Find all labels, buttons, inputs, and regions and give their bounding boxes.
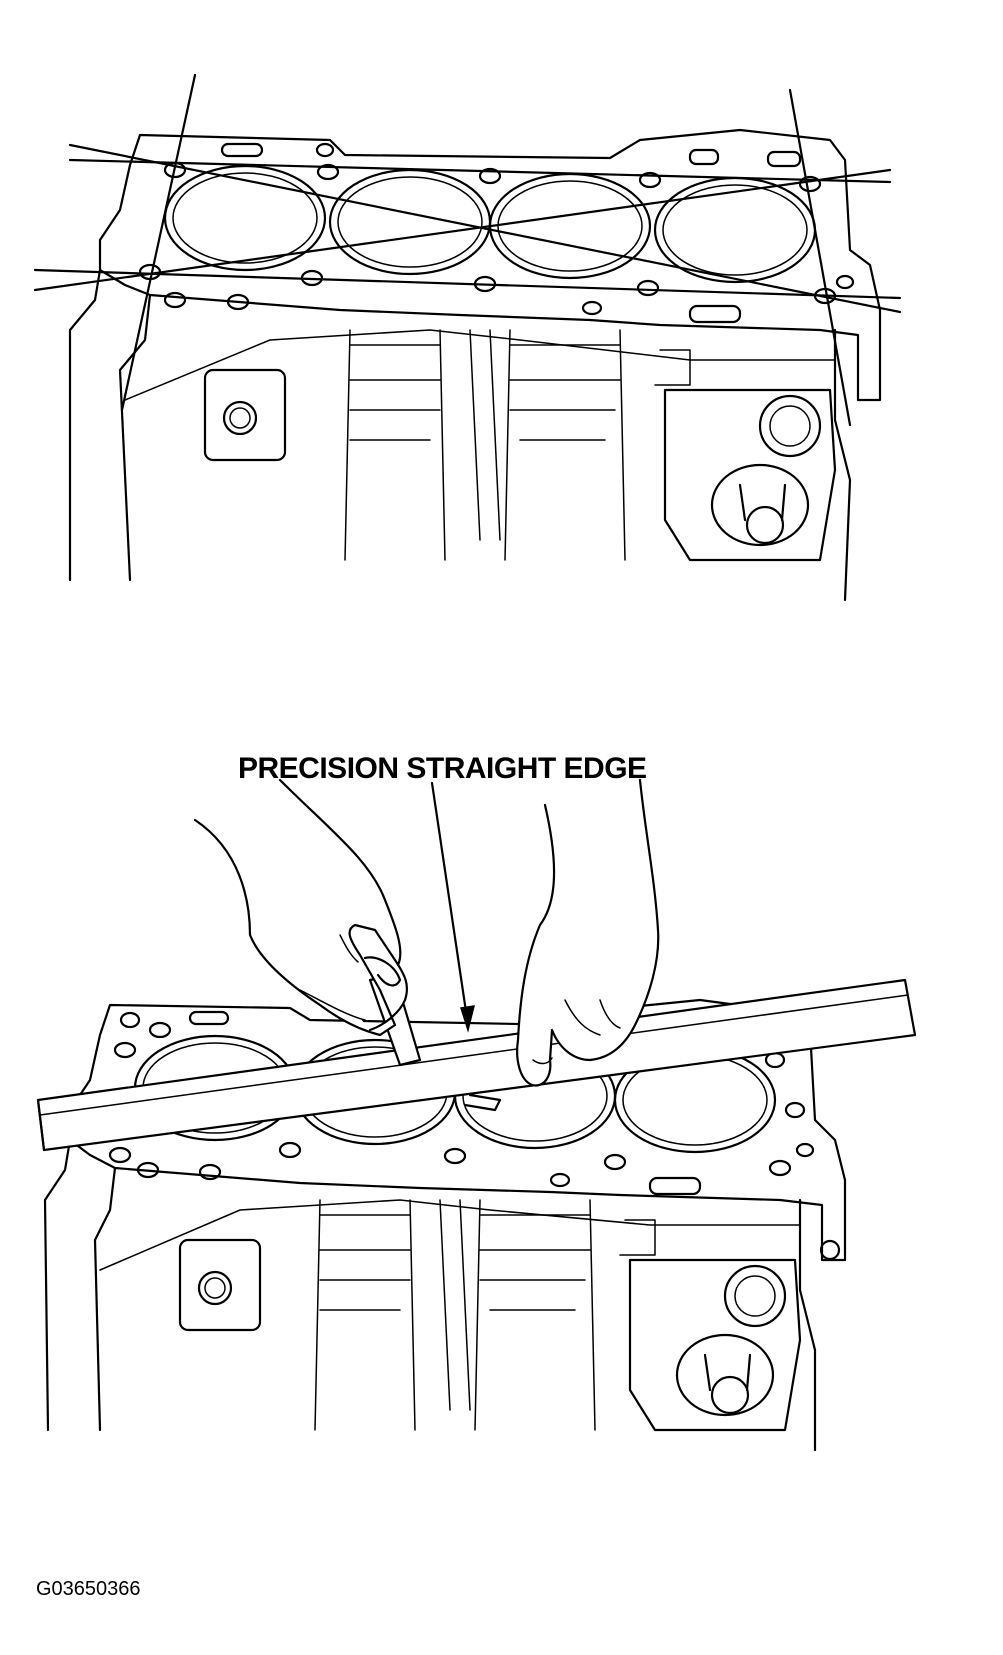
right-hand bbox=[516, 778, 660, 1087]
bottom-block-rib bbox=[99, 1199, 801, 1271]
top-left-boss bbox=[203, 368, 287, 462]
top-measurement-lines bbox=[33, 73, 902, 427]
top-oil-filter-mount bbox=[654, 349, 837, 562]
straight-edge-label: PRECISION STRAIGHT EDGE bbox=[238, 752, 647, 785]
top-block-rib bbox=[124, 329, 836, 401]
bottom-cylinder-skirts bbox=[314, 1199, 596, 1431]
left-hand bbox=[193, 778, 409, 1037]
top-block-side-left bbox=[68, 268, 102, 582]
top-engine-block bbox=[33, 73, 902, 602]
top-cylinder-skirts bbox=[344, 329, 626, 561]
bottom-oil-filter-mount bbox=[619, 1219, 841, 1432]
bottom-left-boss bbox=[178, 1238, 262, 1332]
top-block-right bbox=[833, 328, 852, 602]
bottom-block-left-face bbox=[93, 1166, 117, 1432]
bottom-engine-block bbox=[36, 778, 917, 1452]
bottom-block-side-left bbox=[43, 1138, 72, 1432]
callout-leader bbox=[430, 781, 476, 1033]
bottom-bolt-holes bbox=[108, 1010, 815, 1196]
top-block-left-face bbox=[118, 293, 152, 582]
figure-id: G03650366 bbox=[36, 1578, 141, 1600]
bottom-block-right bbox=[798, 1198, 817, 1452]
